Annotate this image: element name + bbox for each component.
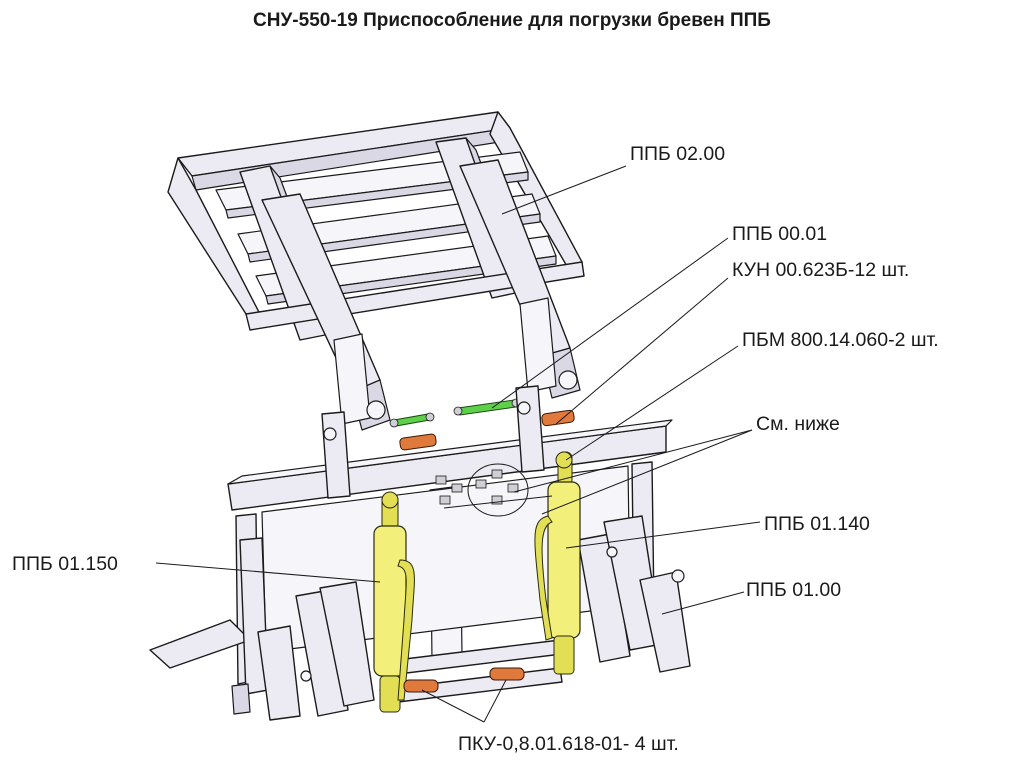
left-hydraulic-cylinder <box>373 491 415 713</box>
upper-grapple-frame <box>167 111 585 431</box>
callout-ppb-01-140: ППБ 01.140 <box>764 513 870 535</box>
callout-ppb-01-00: ППБ 01.00 <box>746 579 841 601</box>
callout-see-below: См. ниже <box>756 413 840 435</box>
lower-pins <box>403 667 525 693</box>
callout-ppb-02-00: ППБ 02.00 <box>630 143 725 165</box>
hydraulic-fittings <box>435 463 553 517</box>
leader-lines <box>155 165 761 723</box>
diagram-title: СНУ-550-19 Приспособление для погрузки б… <box>253 10 771 31</box>
callout-kun-00-623b: КУН 00.623Б-12 шт. <box>732 259 909 281</box>
lower-main-frame <box>149 385 691 721</box>
callout-pku-0-8-01-618: ПКУ-0,8.01.618-01- 4 шт. <box>458 733 679 755</box>
callout-ppb-00-01: ППБ 00.01 <box>732 223 827 245</box>
callout-pbm-800-14-060: ПБМ 800.14.060-2 шт. <box>742 329 939 351</box>
callout-ppb-01-150: ППБ 01.150 <box>12 553 118 575</box>
